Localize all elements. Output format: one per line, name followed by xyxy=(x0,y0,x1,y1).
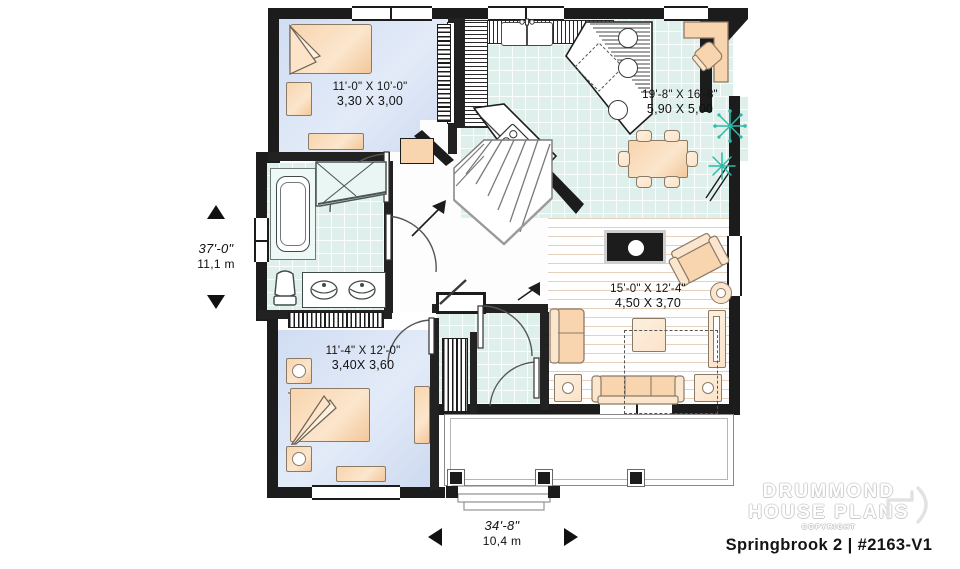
porch-column-left xyxy=(447,469,465,487)
door-foyer-to-bedroom2 xyxy=(486,357,540,408)
interior-wall-foyer-right xyxy=(540,312,549,410)
dimension-height-arrow-up-icon xyxy=(207,205,225,219)
armchair-top-right xyxy=(668,233,730,287)
tall-cabinet-right-inner xyxy=(713,316,720,362)
bar-stool-2 xyxy=(618,58,638,78)
dimension-height-text: 37'-0" 11,1 m xyxy=(186,241,246,272)
dining-table xyxy=(628,140,688,178)
pillow-bedroom-2-1 xyxy=(288,392,290,394)
nightstand-bedroom-2-bottom xyxy=(286,446,312,472)
door-bathroom xyxy=(385,213,440,276)
brand-line-1: DRUMMOND xyxy=(762,481,896,502)
vanity-sink-left xyxy=(310,280,338,300)
plan-title: Springbrook 2 | #2163-V1 xyxy=(725,536,933,554)
brand-line-2: HOUSE PLANS xyxy=(748,502,910,523)
stair-direction-arrow-2-icon xyxy=(514,278,546,310)
dimension-width-metric: 10,4 m xyxy=(482,534,522,549)
window-dining-top xyxy=(664,6,708,21)
sofa xyxy=(591,374,685,406)
nightstand-bedroom-2-bottom-lamp xyxy=(292,452,306,466)
area-rug xyxy=(624,330,718,414)
foyer-closet-wall xyxy=(470,332,477,414)
exterior-wall-left-lower xyxy=(267,318,278,498)
branding-block: DRUMMOND HOUSE PLANS COPYRIGHT Springbro… xyxy=(714,482,944,555)
dimension-width-text: 34'-8" 10,4 m xyxy=(452,518,552,549)
staircase xyxy=(432,139,578,260)
dining-chair-bottom-left xyxy=(636,176,652,188)
window-kitchen-divider xyxy=(525,6,527,21)
desk-chair xyxy=(691,38,726,72)
exterior-wall-bottom-main xyxy=(432,404,740,415)
interior-wall-kitchen-left xyxy=(456,18,465,128)
dimension-width: 34'-8" 10,4 m xyxy=(428,518,578,558)
porch-column-right xyxy=(627,469,645,487)
toilet xyxy=(272,268,298,308)
stair-direction-arrow-icon xyxy=(408,196,452,240)
end-table-right-lamp xyxy=(702,382,714,394)
front-door-leaf xyxy=(436,278,476,306)
plant-1-icon xyxy=(712,108,748,144)
window-living-right xyxy=(727,236,742,296)
window-bathroom-divider xyxy=(254,240,269,242)
window-bedroom2-bottom xyxy=(312,485,400,500)
brand-copyright: COPYRIGHT xyxy=(801,524,857,531)
end-table-left-lamp xyxy=(562,382,574,394)
dining-chair-right xyxy=(686,151,698,167)
dimension-width-imperial: 34'-8" xyxy=(484,518,520,533)
wardrobe-bedroom-2 xyxy=(414,386,430,444)
corner-desk xyxy=(683,21,738,90)
dresser-bedroom-1 xyxy=(308,133,364,150)
dimension-height-arrow-down-icon xyxy=(207,295,225,309)
exterior-wall-bay-diagonal xyxy=(694,8,746,112)
side-table-round-inner xyxy=(716,288,726,298)
door-bedroom-2 xyxy=(386,317,435,366)
porch-rail-right xyxy=(548,486,560,498)
closet-rod-bedroom-1 xyxy=(437,24,451,122)
house-mark-icon xyxy=(882,484,938,526)
bathtub-inner xyxy=(280,182,306,246)
front-porch-inner-edge xyxy=(450,418,728,480)
interior-wall-foyer-top xyxy=(432,304,548,313)
dimension-width-arrow-right-icon xyxy=(564,528,578,546)
bar-stool-3 xyxy=(608,100,628,120)
nightstand-bedroom-2-top-lamp xyxy=(292,364,306,378)
window-bedroom1-divider xyxy=(390,6,392,21)
window-living-bottom-divider xyxy=(636,402,638,417)
plant-2-icon xyxy=(706,150,738,182)
dining-chair-top-left xyxy=(636,130,652,142)
nightstand-bedroom-1 xyxy=(286,82,312,116)
porch-steps xyxy=(451,485,557,512)
coffee-table xyxy=(632,318,666,352)
door-front xyxy=(477,305,536,360)
vanity-sink-right xyxy=(348,280,376,300)
dining-chair-left xyxy=(618,151,630,167)
exterior-wall-left-upper xyxy=(268,8,279,160)
dresser-bedroom-2 xyxy=(336,466,386,482)
porch-column-center xyxy=(535,469,553,487)
drummond-logo: DRUMMOND HOUSE PLANS COPYRIGHT xyxy=(714,482,944,534)
dimension-height: 37'-0" 11,1 m xyxy=(186,205,246,315)
bar-stool-1 xyxy=(618,28,638,48)
nightstand-bedroom-2-top xyxy=(286,358,312,384)
kitchen-sink-divider xyxy=(526,23,528,45)
interior-wall-bedroom2-right xyxy=(430,318,439,490)
dining-chair-top-right xyxy=(664,130,680,142)
interior-wall-bedroom1-bottom xyxy=(268,152,390,161)
dining-chair-bottom-right xyxy=(664,176,680,188)
dimension-height-metric: 11,1 m xyxy=(197,257,235,272)
bed-bedroom-1-duvet-fold xyxy=(286,22,344,78)
foyer-closet-rod xyxy=(442,338,468,412)
shower-stall xyxy=(315,161,387,214)
front-porch xyxy=(444,414,734,486)
dimension-width-arrow-left-icon xyxy=(428,528,442,546)
stair-landing-door xyxy=(400,138,434,164)
bed-bedroom-2-duvet-fold xyxy=(286,386,348,448)
window-bedroom1-top xyxy=(352,6,432,21)
kitchen-faucet xyxy=(519,18,535,26)
linen-closet-rod xyxy=(288,312,384,328)
armchair-left xyxy=(549,305,586,367)
porch-rail-left xyxy=(446,486,458,498)
dimension-height-imperial: 37'-0" xyxy=(198,241,234,256)
television-screen-dot xyxy=(628,240,644,256)
